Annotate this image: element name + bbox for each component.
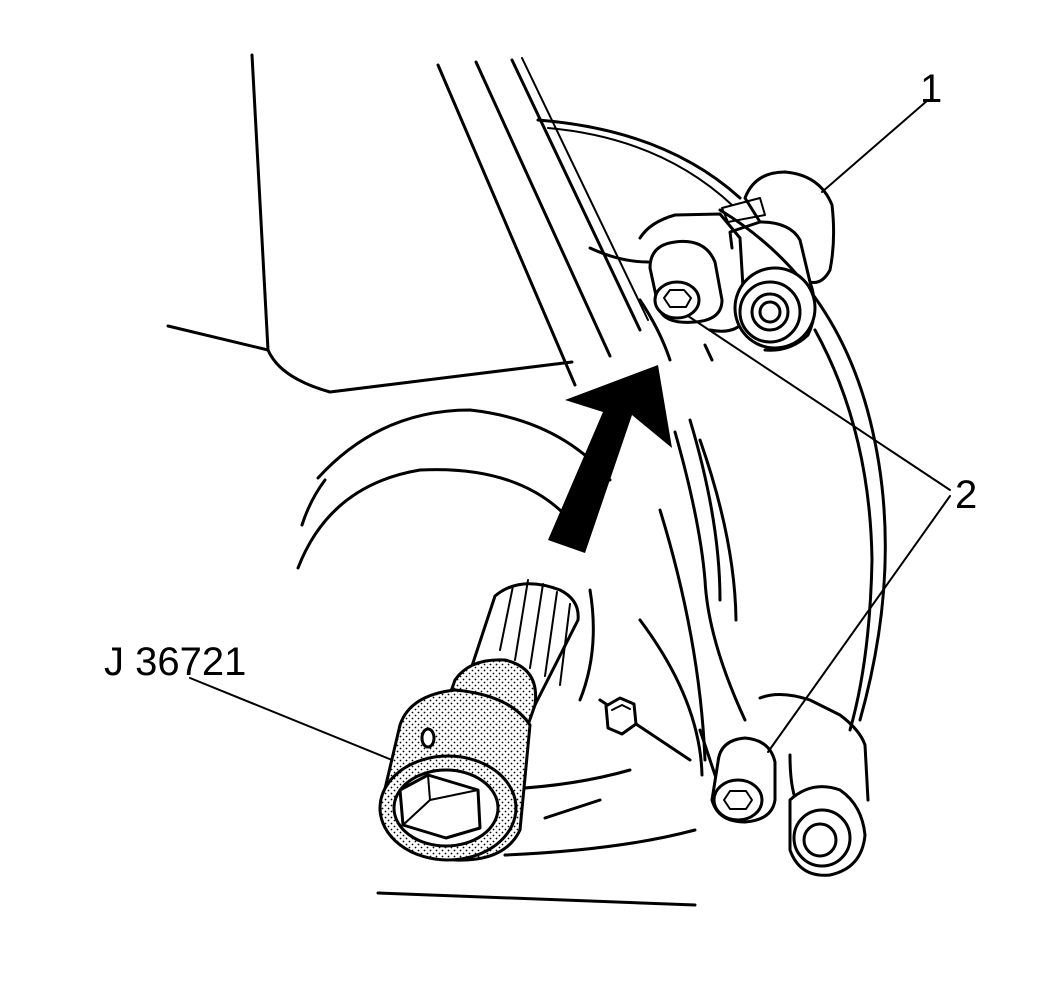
lower-hub-boss <box>788 785 867 877</box>
socket-tool <box>378 579 580 862</box>
upper-hub-boss <box>733 266 817 350</box>
callout-2: 2 <box>955 473 977 517</box>
upper-bolt <box>648 239 724 324</box>
leader-lines <box>189 99 951 761</box>
strut-outline <box>166 53 649 394</box>
knuckle-hex-bolt <box>604 696 638 736</box>
wheel-speed-sensor <box>721 170 836 284</box>
lower-bolt <box>710 736 777 824</box>
knuckle-outline <box>376 118 887 907</box>
callout-1: 1 <box>920 67 942 111</box>
direction-arrow <box>548 365 672 553</box>
callout-tool: J 36721 <box>104 640 246 684</box>
